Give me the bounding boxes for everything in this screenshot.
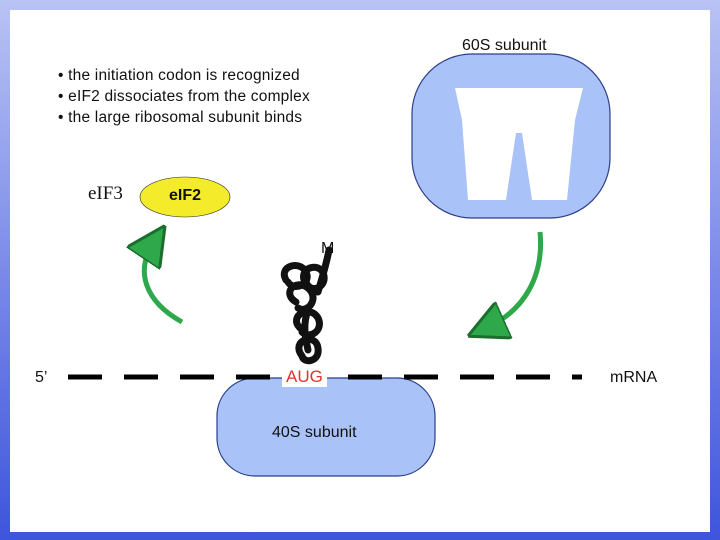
eif2-label: eIF2	[168, 187, 201, 204]
eif3-label: eIF3	[88, 183, 123, 204]
bullet-list: the initiation codon is recognized eIF2 …	[58, 65, 310, 128]
eif2-shape	[139, 176, 231, 218]
slide-canvas: the initiation codon is recognized eIF2 …	[10, 10, 710, 532]
diagram-graphics	[68, 53, 611, 477]
five-prime-label: 5’	[35, 369, 48, 386]
mrna-label: mRNA	[610, 369, 658, 386]
aug-codon-label: AUG	[282, 367, 327, 387]
methionine-label: M	[321, 240, 335, 257]
subunit-60s-arrival-arrow	[486, 231, 544, 328]
eif3-departure-arrow	[144, 242, 184, 325]
trna-shape	[280, 246, 333, 365]
bullet-item: the initiation codon is recognized	[58, 65, 310, 86]
bullet-item: the large ribosomal subunit binds	[58, 107, 310, 128]
subunit-40s-label: 40S subunit	[272, 424, 357, 441]
subunit-60s-notch	[455, 88, 583, 200]
bullet-item: eIF2 dissociates from the complex	[58, 86, 310, 107]
subunit-60s-label: 60S subunit	[462, 37, 547, 54]
